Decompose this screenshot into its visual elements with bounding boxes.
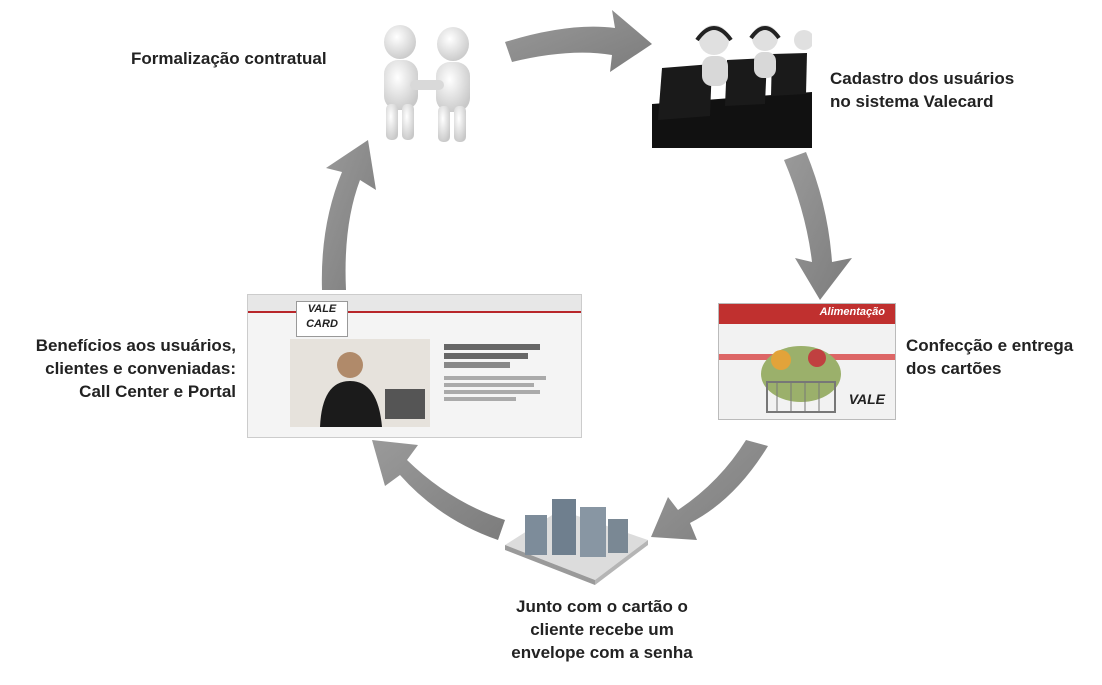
label-line: Cadastro dos usuários (830, 69, 1015, 88)
arrow-right (784, 152, 852, 300)
building-illustration (505, 499, 648, 585)
label-line: dos cartões (906, 359, 1002, 378)
arrow-bottom-right (651, 440, 768, 540)
card-header: Alimentação (719, 304, 895, 324)
handshake-illustration (384, 25, 470, 142)
person-photo (320, 352, 425, 427)
portal-logo: VALE CARD (296, 301, 348, 337)
label-envelope: Junto com o cartão o cliente recebe um e… (497, 595, 707, 664)
portal-screenshot: VALE CARD (247, 294, 582, 438)
operators-illustration (652, 20, 812, 148)
arrow-bottom-left (372, 440, 505, 540)
label-line: clientes e conveniadas: (45, 359, 236, 378)
label-line: Formalização contratual (131, 49, 327, 68)
label-line: cliente recebe um (530, 620, 674, 639)
label-beneficios: Benefícios aos usuários, clientes e conv… (4, 334, 236, 403)
label-confeccao: Confecção e entrega dos cartões (906, 334, 1073, 380)
portal-logo-line1: VALE (307, 303, 337, 315)
portal-photo (290, 339, 430, 427)
card-image: Alimentação VALE (718, 303, 896, 420)
basket-graphic (719, 346, 895, 413)
label-line: Benefícios aos usuários, (35, 336, 236, 355)
label-line: Junto com o cartão o (516, 597, 688, 616)
label-cadastro: Cadastro dos usuários no sistema Valecar… (830, 67, 1014, 113)
arrow-left (321, 140, 376, 290)
label-line: Confecção e entrega (906, 336, 1074, 355)
label-line: Call Center e Portal (79, 382, 236, 401)
portal-text-block (444, 341, 564, 421)
label-line: no sistema Valecard (830, 92, 994, 111)
card-header-text: Alimentação (819, 306, 885, 318)
label-formalizacao: Formalização contratual (131, 47, 327, 70)
card-brand: VALE (848, 391, 885, 407)
label-line: envelope com a senha (511, 643, 693, 662)
arrow-top (505, 10, 652, 72)
portal-logo-line2: CARD (306, 318, 338, 330)
